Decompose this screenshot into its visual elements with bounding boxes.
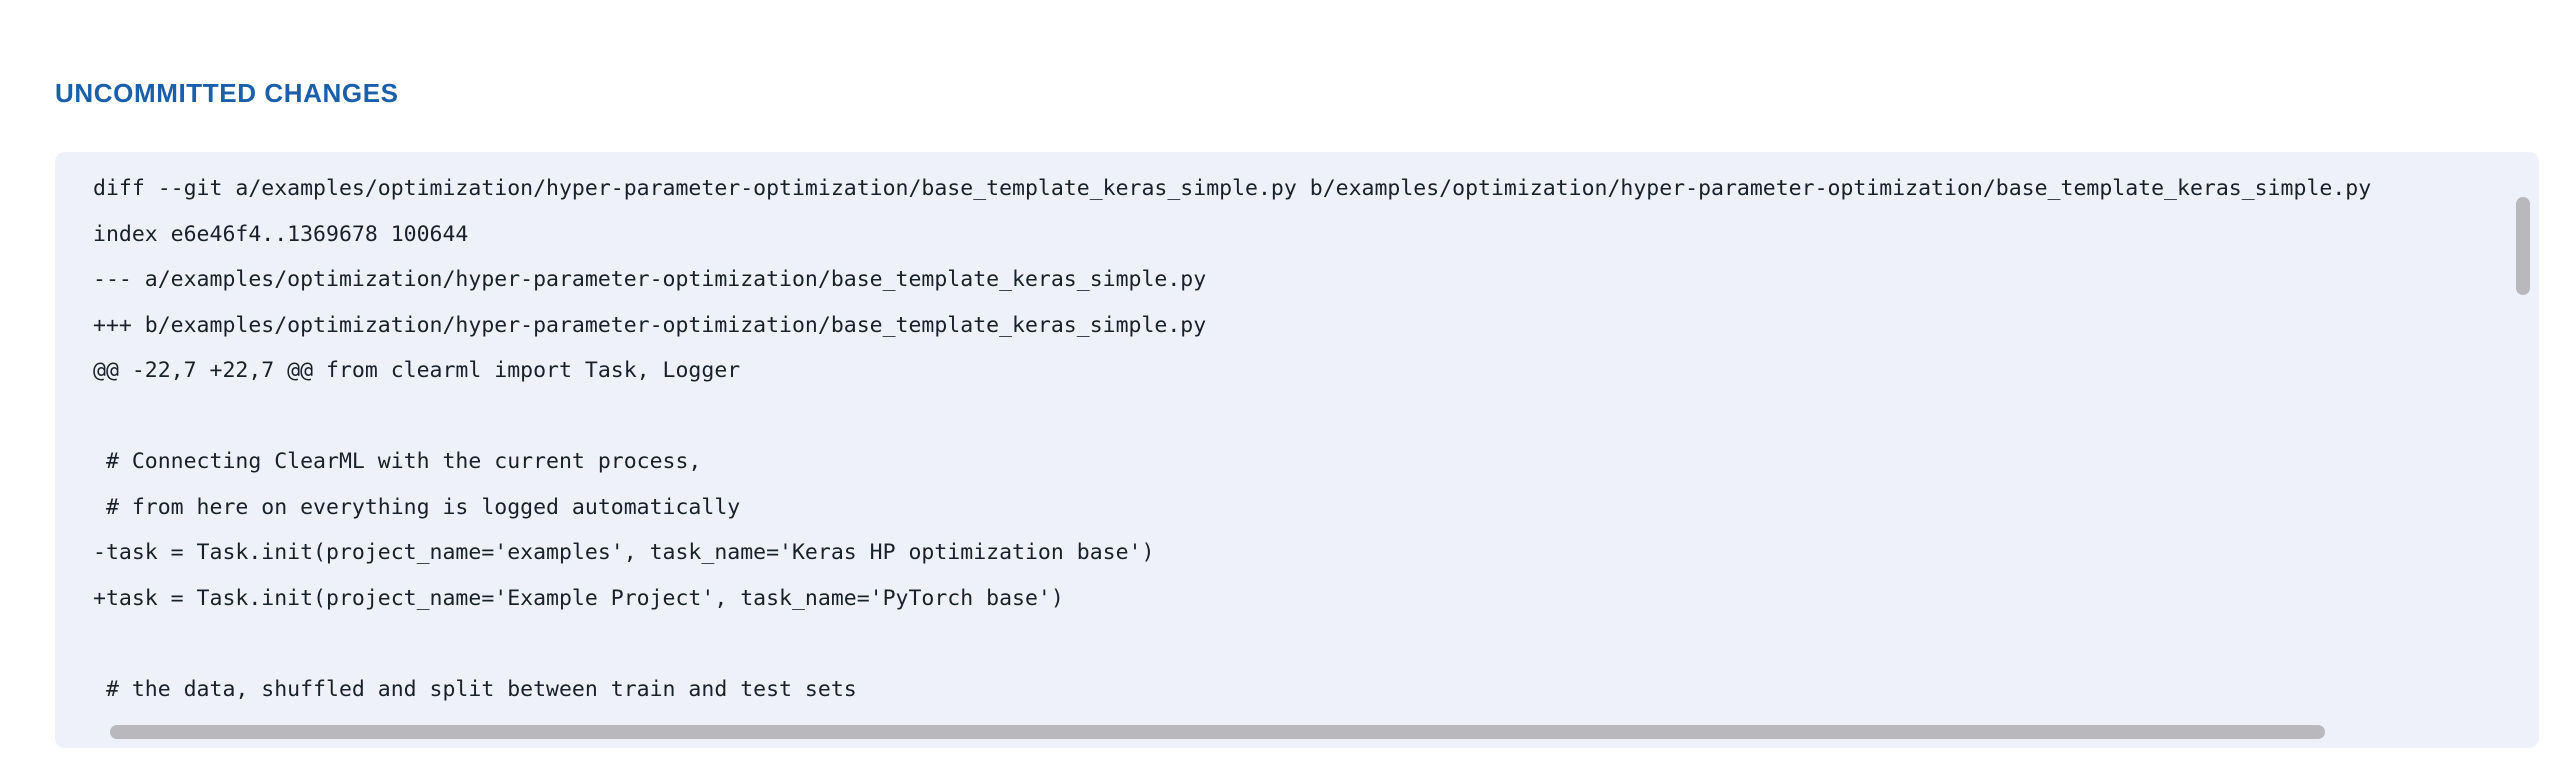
page-title: UNCOMMITTED CHANGES [55,78,399,108]
diff-line: --- a/examples/optimization/hyper-parame… [93,267,1207,292]
diff-line: diff --git a/examples/optimization/hyper… [93,176,2372,201]
diff-line: # Connecting ClearML with the current pr… [93,449,702,474]
diff-line: # from here on everything is logged auto… [93,494,741,520]
diff-line [93,394,2371,440]
vertical-scrollbar-track[interactable] [2513,162,2533,738]
diff-line: index e6e46f4..1369678 100644 [93,221,469,247]
diff-code-block: diff --git a/examples/optimization/hyper… [55,166,2371,712]
diff-scroll-area[interactable]: diff --git a/examples/optimization/hyper… [55,152,2539,748]
diff-line: -task = Task.init(project_name='examples… [93,540,1155,565]
diff-line: # the data, shuffled and split between t… [93,676,857,702]
diff-line: +task = Task.init(project_name='Example … [93,585,1064,611]
diff-panel: diff --git a/examples/optimization/hyper… [55,152,2539,748]
diff-line: @@ -22,7 +22,7 @@ from clearml import Ta… [93,358,741,383]
horizontal-scrollbar-track[interactable] [65,722,2515,742]
diff-line [93,621,2371,667]
diff-line: +++ b/examples/optimization/hyper-parame… [93,312,1207,338]
horizontal-scrollbar-thumb[interactable] [110,725,2325,739]
vertical-scrollbar-thumb[interactable] [2516,197,2530,295]
